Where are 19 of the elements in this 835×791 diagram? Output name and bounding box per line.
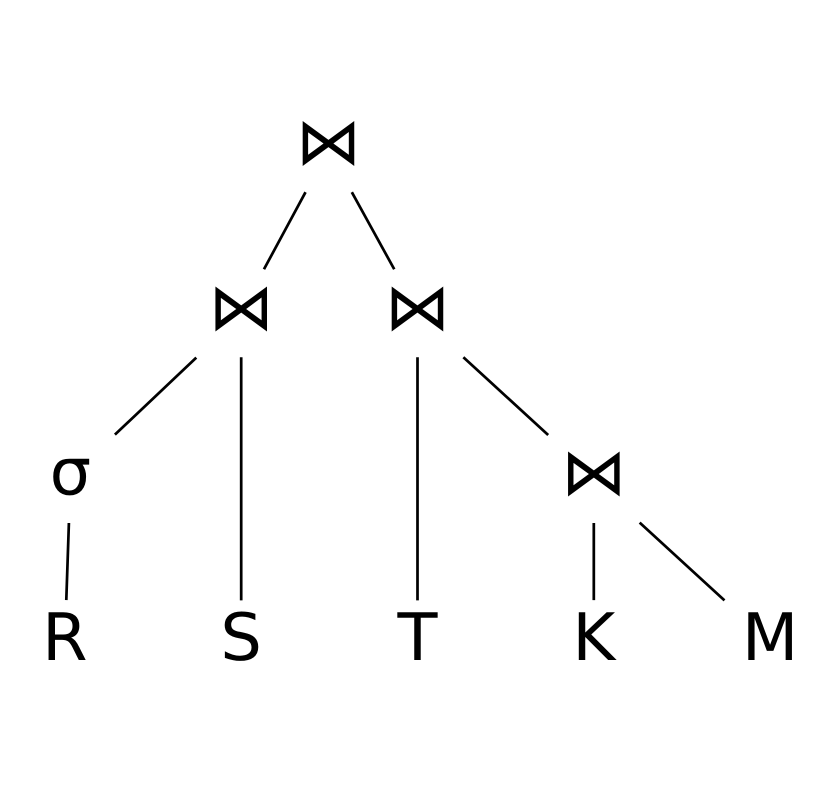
connector [240,356,243,600]
connector [638,521,726,601]
connector [462,356,550,436]
connector [64,522,70,600]
node-text: M [742,600,798,676]
connector [592,522,596,600]
node-text: ⋈ [296,103,362,180]
node-text: R [42,600,88,676]
connector [350,191,396,270]
node-text: ⋈ [561,434,627,510]
node-text: ⋈ [384,268,450,345]
connector [416,356,419,600]
node-text: K [572,600,616,676]
node-text: ⋈ [208,268,274,345]
connector [114,356,198,436]
node-text: T [398,600,438,676]
node-text: σ [50,434,92,510]
connector [262,191,307,270]
node-text: S [220,600,262,676]
